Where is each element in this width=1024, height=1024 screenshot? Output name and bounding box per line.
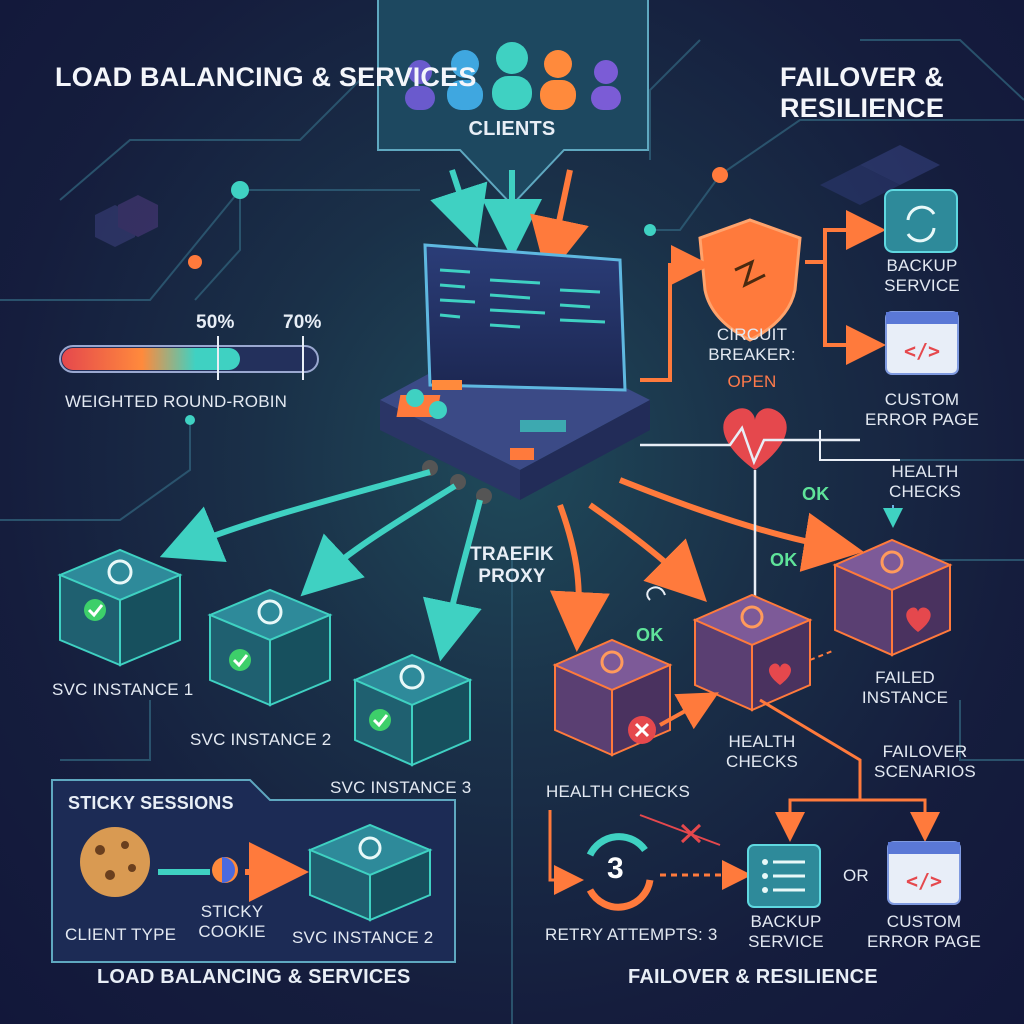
client-arrow <box>430 169 488 248</box>
health-checks-mid-label: Health Checks <box>725 732 799 771</box>
retry-label: Retry Attempts: 3 <box>545 925 718 944</box>
users-icon <box>405 42 621 110</box>
instance-3-label: SVC Instance 3 <box>330 778 472 797</box>
code-icon: </> <box>885 311 959 375</box>
proxy-label: Traefik Proxy <box>470 544 554 587</box>
ok-label-2: OK <box>770 550 798 570</box>
circuit-breaker-state: Open <box>727 372 777 391</box>
health-checks-left-label: Health Checks <box>546 782 690 801</box>
refresh-icon <box>884 189 958 253</box>
sticky-target-label: SVC Instance 2 <box>292 928 434 947</box>
lb-arrow <box>422 499 483 662</box>
custom-error-bottom-label: Custom Error Page <box>866 912 982 951</box>
server-console-icon <box>380 243 650 504</box>
svg-text:</>: </> <box>904 339 940 363</box>
sticky-cookie-label: Sticky Cookie <box>198 902 266 941</box>
lb-arrow <box>300 483 457 597</box>
failover-scenarios-label: Failover Scenarios <box>874 742 976 781</box>
circuit-node <box>185 415 195 425</box>
container-icon <box>692 593 813 712</box>
weighted-label: Weighted Round-Robin <box>65 392 288 411</box>
client-arrow <box>530 169 589 279</box>
failover-arrow <box>618 477 864 572</box>
ok-label-1: OK <box>802 484 830 504</box>
breaker-arrow <box>805 210 886 264</box>
breaker-link <box>640 245 711 382</box>
failover-arrow <box>549 503 610 652</box>
instance-2-label: SVC Instance 2 <box>190 730 332 749</box>
container-icon <box>352 653 473 767</box>
container-icon <box>207 588 333 707</box>
container-icon <box>57 548 183 667</box>
failover-arrow <box>588 502 707 602</box>
footer-left-title: Load Balancing & Services <box>97 966 411 988</box>
clients-label: Clients <box>468 118 556 140</box>
decor-hexagons <box>95 145 940 247</box>
broken-heart-icon <box>768 663 792 685</box>
container-icon <box>832 538 953 657</box>
lb-arrow <box>159 469 431 563</box>
weighted-bar <box>59 336 319 380</box>
svg-text:</>: </> <box>906 869 942 893</box>
retry-count: 3 <box>607 852 624 885</box>
heart-pulse-icon <box>640 408 860 470</box>
sticky-title: Sticky Sessions <box>68 793 234 813</box>
backup-service-top-label: Backup Service <box>884 256 960 295</box>
cookie-icon <box>80 827 150 897</box>
left-title: Load Balancing & Services <box>55 62 477 92</box>
weight-mark-70: 70% <box>283 312 322 333</box>
circuit-node <box>712 167 728 183</box>
instance-1-label: SVC Instance 1 <box>52 680 194 699</box>
container-icon <box>552 638 673 757</box>
circuit-breaker-label: Circuit Breaker: <box>708 325 796 364</box>
footer-right-title: Failover & Resilience <box>628 966 878 988</box>
broken-heart-icon <box>906 607 931 632</box>
right-title: Failover & Resilience <box>780 62 945 124</box>
retry-icon <box>586 833 654 911</box>
ok-label-3: OK <box>636 625 664 645</box>
or-label: OR <box>843 866 869 885</box>
list-icon <box>747 844 821 908</box>
sticky-sessions-panel <box>51 779 456 963</box>
circuit-node <box>644 224 656 236</box>
health-checks-top-label: Health Checks <box>888 462 962 501</box>
circuit-node <box>231 181 249 199</box>
sticky-client-label: Client Type <box>65 925 177 944</box>
backup-service-bottom-label: Backup Service <box>748 912 824 951</box>
custom-error-top-label: Custom Error Page <box>864 390 980 429</box>
breaker-arrow <box>823 262 886 365</box>
weight-mark-50: 50% <box>196 312 235 333</box>
shield-icon <box>698 218 802 342</box>
code-icon: </> <box>887 841 961 905</box>
failed-instance-label: Failed Instance <box>861 668 949 707</box>
circuit-node <box>188 255 202 269</box>
